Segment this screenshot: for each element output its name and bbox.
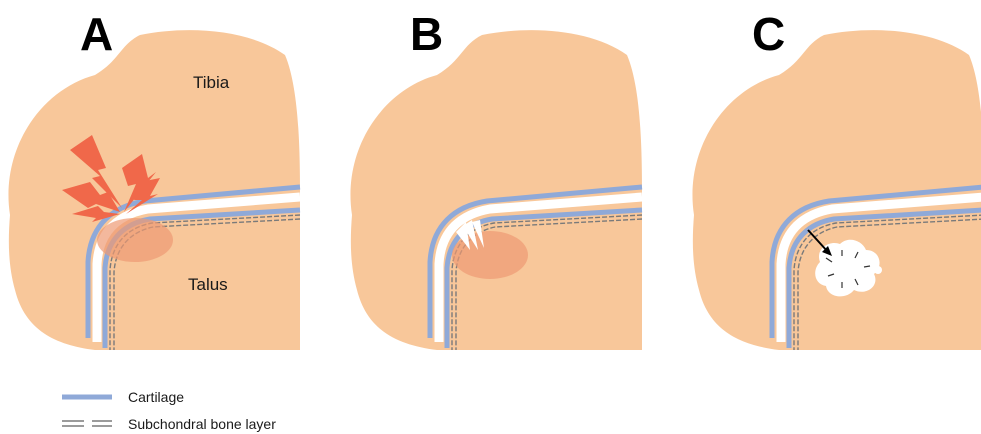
panel-c: C	[692, 8, 981, 350]
tibia-label: Tibia	[193, 73, 230, 92]
panel-letter-b: B	[410, 8, 443, 60]
subchondral-legend-swatch	[62, 421, 112, 426]
talus-label: Talus	[188, 275, 228, 294]
panel-b-anatomy	[350, 30, 642, 350]
panel-a-anatomy	[8, 30, 300, 350]
subchondral-legend-label: Subchondral bone layer	[128, 416, 276, 432]
panel-letter-c: C	[752, 8, 785, 60]
cartilage-legend-label: Cartilage	[128, 389, 184, 405]
panel-a-bone-bruise	[97, 218, 173, 262]
panel-c-anatomy	[692, 30, 981, 350]
panel-letter-a: A	[80, 8, 113, 60]
legend: Cartilage Subchondral bone layer	[62, 389, 276, 432]
panel-b: B	[350, 8, 642, 350]
panel-a: A Tibia Talus	[8, 8, 300, 350]
